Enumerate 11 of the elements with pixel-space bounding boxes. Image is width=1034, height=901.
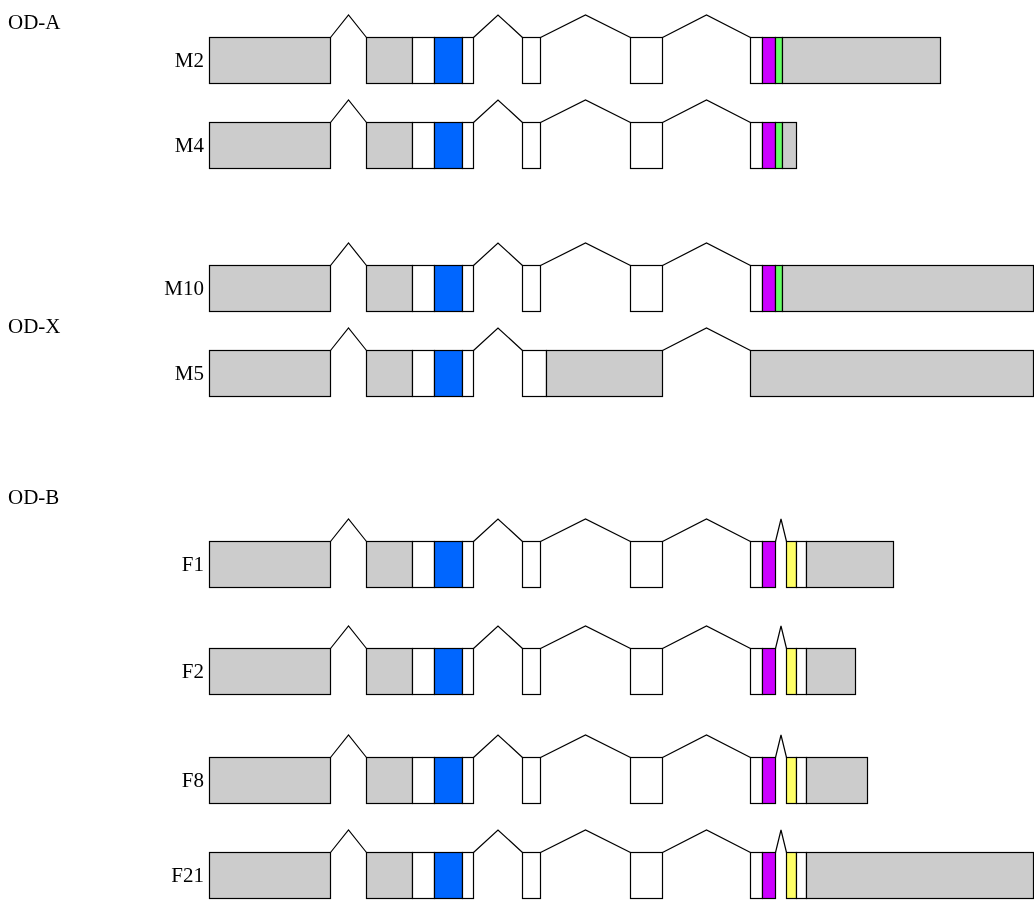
transcript-label: M2 bbox=[174, 48, 204, 72]
transcript-label: F2 bbox=[181, 659, 204, 683]
group-label: OD-B bbox=[8, 485, 60, 509]
group-label: OD-X bbox=[8, 314, 61, 338]
transcript-label: M4 bbox=[174, 133, 204, 157]
transcript-label: F8 bbox=[181, 768, 204, 792]
group-label: OD-A bbox=[8, 10, 61, 34]
transcript-label: F21 bbox=[171, 863, 204, 887]
transcript-label: M5 bbox=[174, 361, 204, 385]
transcript-label: F1 bbox=[181, 552, 204, 576]
transcript-label: M10 bbox=[164, 276, 204, 300]
